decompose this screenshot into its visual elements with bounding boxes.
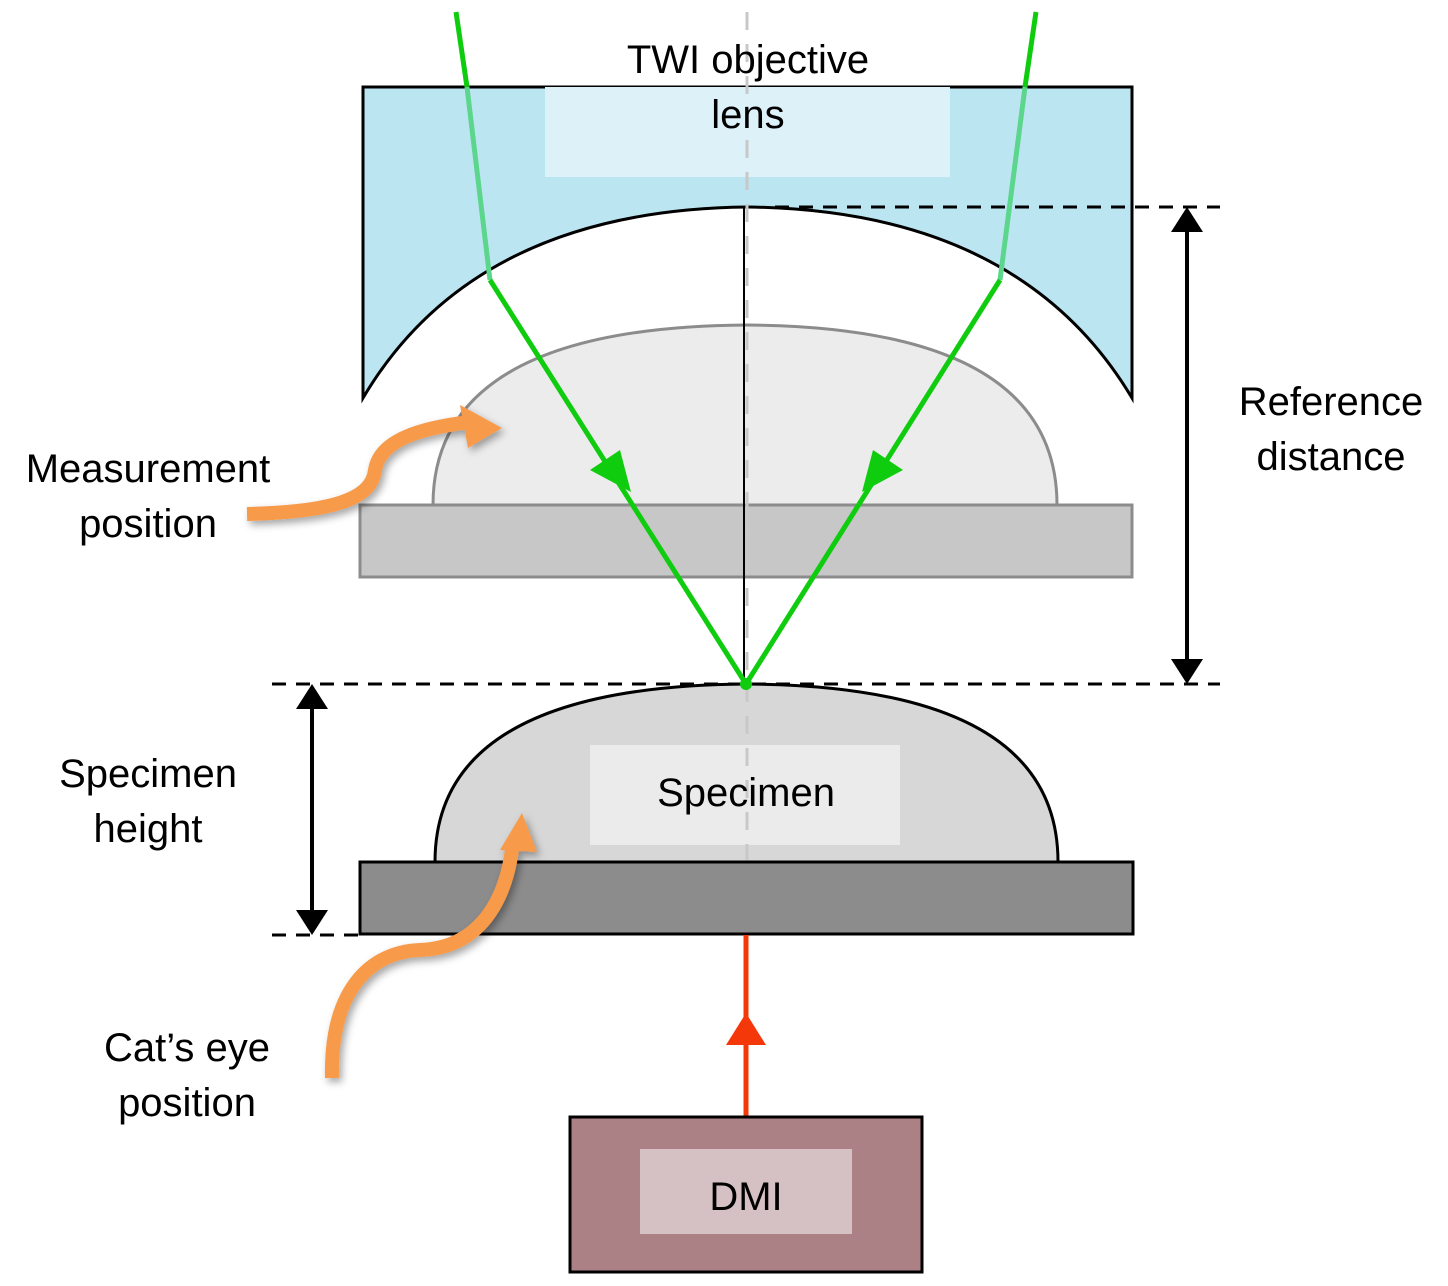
catseye-callout-arrow [324,848,519,1079]
catseye-callout-arrowhead [500,813,537,852]
dmi-label-box [640,1149,852,1234]
catseye-position-label-line1: Cat’s eye [104,1026,270,1070]
measurement-callout-arrowhead [460,405,502,448]
specimen-height-label-line1: Specimen [59,752,237,796]
beam-right-upper [1022,11,1039,88]
dmi-beam-arrowhead [726,1013,766,1045]
reference-distance-label-line2: distance [1257,435,1406,479]
dmi-label: DMI [709,1175,782,1219]
objective-lens-label-line1: TWI objective [627,38,869,82]
reference-distance-arrowhead-down [1171,659,1203,684]
catseye-position-label-line2: position [118,1081,256,1125]
specimen-label: Specimen [657,771,835,815]
reference-distance-arrowhead-up [1171,207,1203,232]
specimen-label-box [590,745,900,845]
measurement-position-label-line1: Measurement [26,447,271,491]
beam-left-upper [453,11,470,88]
beam-right-arrowhead [862,450,903,492]
reference-distance-label-line1: Reference [1239,380,1424,424]
specimen-height-arrowhead-down [296,910,328,935]
specimen-height-arrowhead-up [296,684,328,709]
measurement-position-label-line2: position [79,502,217,546]
beam-left-arrowhead [590,450,631,492]
measurement-callout-arrow [246,415,471,521]
focus-point [740,678,752,690]
objective-lens-label-box [545,87,950,177]
beam-right-in-lens [997,86,1028,281]
objective-lens-label-line2: lens [711,93,784,137]
beam-left-in-lens [464,86,493,281]
specimen-height-label-line2: height [94,807,203,851]
